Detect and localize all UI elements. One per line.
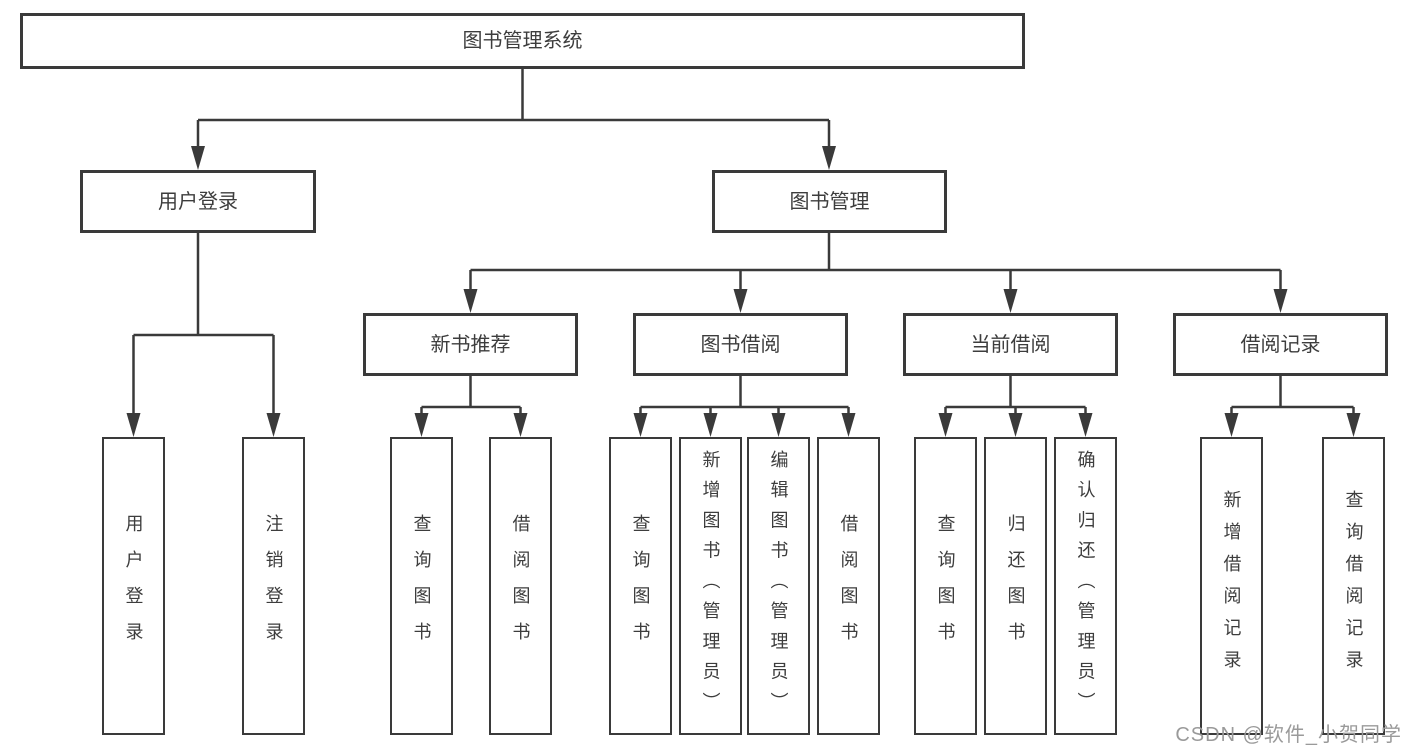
leaf-add-borrow-record: 新增借阅记录 — [1200, 437, 1263, 735]
leaf-logout: 注销登录 — [242, 437, 305, 735]
node-root: 图书管理系统 — [20, 13, 1025, 69]
leaf-confirm-return-admin: 确认归还（管理员） — [1054, 437, 1117, 735]
node-borrowing-records: 借阅记录 — [1173, 313, 1388, 376]
node-user-login-label: 用户登录 — [158, 190, 238, 213]
leaf-query-borrow-record-label: 查询借阅记录 — [1343, 489, 1364, 683]
leaf-query-borrow-record: 查询借阅记录 — [1322, 437, 1385, 735]
leaf-newbooks-borrow-label: 借阅图书 — [510, 514, 531, 658]
node-new-book-recommend: 新书推荐 — [363, 313, 578, 376]
leaf-borrow-edit-book-admin: 编辑图书（管理员） — [747, 437, 810, 735]
leaf-borrow-book-label: 借阅图书 — [838, 514, 859, 658]
leaf-logout-label: 注销登录 — [263, 514, 284, 658]
leaf-borrow-add-book-admin-label: 新增图书（管理员） — [700, 449, 721, 723]
node-book-borrowing: 图书借阅 — [633, 313, 848, 376]
leaf-newbooks-query: 查询图书 — [390, 437, 453, 735]
node-new-book-recommend-label: 新书推荐 — [430, 333, 511, 356]
leaf-user-login: 用户登录 — [102, 437, 165, 735]
node-book-management: 图书管理 — [712, 170, 947, 233]
node-book-borrowing-label: 图书借阅 — [700, 333, 781, 356]
leaf-current-query: 查询图书 — [914, 437, 977, 735]
leaf-confirm-return-admin-label: 确认归还（管理员） — [1075, 449, 1096, 723]
node-current-borrowing-label: 当前借阅 — [970, 333, 1051, 356]
leaf-add-borrow-record-label: 新增借阅记录 — [1221, 489, 1242, 683]
leaf-borrow-query-label: 查询图书 — [630, 514, 651, 658]
leaf-return-book-label: 归还图书 — [1005, 514, 1026, 658]
node-root-label: 图书管理系统 — [462, 30, 583, 52]
csdn-watermark: CSDN @软件_小贺同学 — [1175, 724, 1402, 746]
leaf-return-book: 归还图书 — [984, 437, 1047, 735]
node-user-login: 用户登录 — [80, 170, 316, 233]
node-book-management-label: 图书管理 — [789, 190, 870, 213]
leaf-borrow-edit-book-admin-label: 编辑图书（管理员） — [768, 449, 789, 723]
leaf-newbooks-borrow: 借阅图书 — [489, 437, 552, 735]
node-borrowing-records-label: 借阅记录 — [1240, 333, 1321, 356]
leaf-current-query-label: 查询图书 — [935, 514, 956, 658]
leaf-borrow-query: 查询图书 — [609, 437, 672, 735]
node-current-borrowing: 当前借阅 — [903, 313, 1118, 376]
leaf-user-login-label: 用户登录 — [123, 514, 144, 658]
leaf-borrow-book: 借阅图书 — [817, 437, 880, 735]
leaf-borrow-add-book-admin: 新增图书（管理员） — [679, 437, 742, 735]
leaf-newbooks-query-label: 查询图书 — [411, 514, 432, 658]
